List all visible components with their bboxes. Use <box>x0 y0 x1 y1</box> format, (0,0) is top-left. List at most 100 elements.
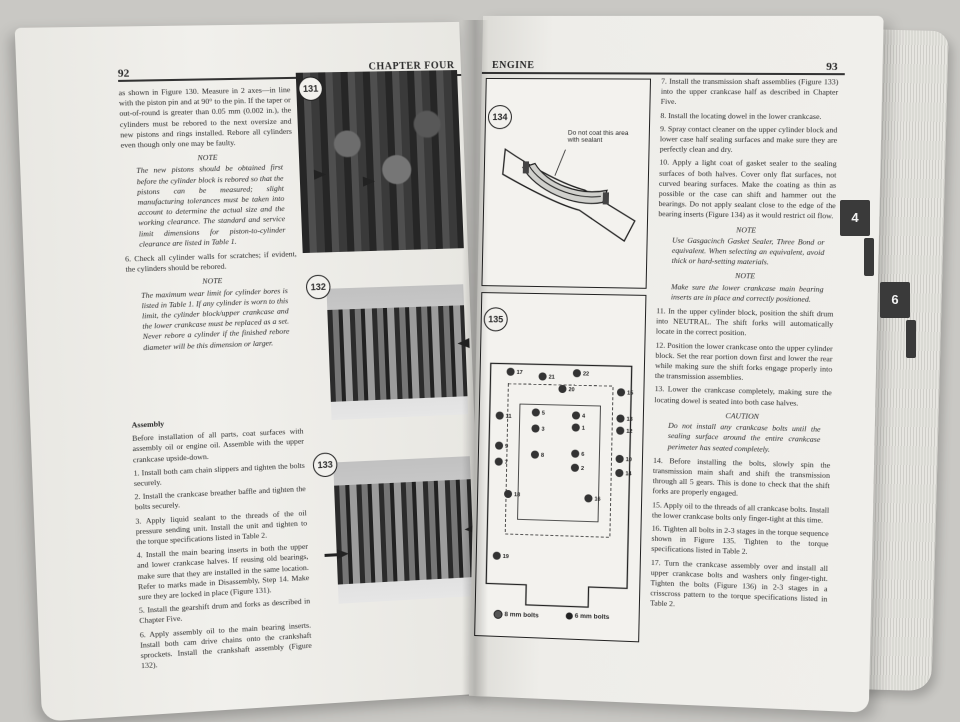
bolt-marker <box>531 408 540 417</box>
bolt-marker <box>571 423 580 432</box>
bolt-sequence-number: 19 <box>503 554 509 560</box>
engine-photo-131 <box>295 70 464 254</box>
bolt-marker <box>492 551 500 560</box>
hex-bolt-icon <box>493 609 503 620</box>
bolt-marker <box>571 411 581 420</box>
bolt-sequence-number: 8 <box>541 453 544 459</box>
left-text-column-bottom: Assembly Before installation of all part… <box>131 407 312 675</box>
bolt-sequence-number: 9 <box>505 444 508 450</box>
right-page-number: 93 <box>826 60 838 74</box>
legend-label: 6 mm bolts <box>574 612 610 622</box>
paragraph: 16. Tighten all bolts in 2-3 stages in t… <box>651 523 829 557</box>
bolt-marker <box>570 463 580 472</box>
bolt-marker <box>572 369 582 378</box>
bolt-marker <box>571 449 580 458</box>
note-text: Make sure the lower crankcase main beari… <box>670 281 824 304</box>
bolt-sequence-number: 4 <box>582 414 586 420</box>
right-page: ENGINE 93 134 Do not coat this area with… <box>468 15 884 713</box>
bolt-marker <box>584 494 593 503</box>
right-text-column: 7. Install the transmission shaft assemb… <box>650 76 839 619</box>
bolt-marker <box>530 450 540 459</box>
note-text: The new pistons should be obtained first… <box>136 162 286 249</box>
bolt-sequence-number: 1 <box>582 426 585 432</box>
note-text: Use Gasgacinch Gasket Sealer, Three Bond… <box>671 235 825 267</box>
bolt-sequence-number: 10 <box>626 457 632 463</box>
book-gutter-shadow <box>462 20 488 696</box>
bolt-marker <box>615 468 624 478</box>
bolt-marker <box>616 426 625 435</box>
chapter-tab-marker <box>906 320 916 358</box>
bolt-sequence-number: 21 <box>549 375 555 381</box>
bolt-marker <box>538 372 547 381</box>
bolt-sequence-number: 18 <box>514 492 520 498</box>
bearing-insert-drawing <box>482 79 650 288</box>
bolt-sequence-number: 20 <box>568 387 574 393</box>
engine-photo-132 <box>326 284 469 421</box>
caution-text: Do not install any crankcase bolts until… <box>667 420 821 454</box>
chapter-tab-marker <box>864 238 874 276</box>
bolt-marker <box>503 489 513 499</box>
figure-132: 132 <box>303 266 472 423</box>
bolt-sequence-number: 12 <box>626 429 632 435</box>
arrow-icon <box>362 176 376 187</box>
left-page-number: 92 <box>117 67 130 80</box>
legend-8mm: 8 mm bolts <box>493 609 539 621</box>
bolt-marker <box>506 367 515 376</box>
paragraph: 14. Before installing the bolts, slowly … <box>652 455 831 499</box>
paragraph: 6. Apply assembly oil to the main bearin… <box>139 620 312 671</box>
bolt-sequence-number: 14 <box>625 471 632 477</box>
bolt-sequence-number: 5 <box>542 411 545 417</box>
bolt-sequence-number: 7 <box>505 460 508 466</box>
right-header-rule <box>481 71 845 76</box>
paragraph: 12. Position the lower crankcase onto th… <box>654 340 833 383</box>
engine-photo-133 <box>333 456 476 604</box>
bolt-sequence-number: 15 <box>627 390 633 396</box>
figure-133: 133 <box>310 442 479 611</box>
left-page: 92 CHAPTER FOUR as shown in Figure 130. … <box>14 21 485 722</box>
bolt-sequence-number: 16 <box>594 497 600 503</box>
bolt-marker <box>615 454 624 464</box>
bolt-sequence-number: 22 <box>583 371 589 377</box>
crankcase-bolt-sequence-drawing: 17 21 22 20 15 11 5 4 13 3 1 12 9 8 6 10 7 2 14 18 16 19 <box>475 293 645 641</box>
chapter-tab-6: 6 <box>880 282 910 318</box>
bolt-sequence-number: 17 <box>517 370 523 376</box>
paragraph: as shown in Figure 130. Measure in 2 axe… <box>118 85 293 150</box>
arrow-icon <box>336 548 350 560</box>
bolt-sequence-number: 13 <box>626 417 632 423</box>
bolt-marker <box>495 410 503 419</box>
arrow-icon <box>313 169 327 180</box>
paragraph: 3. Apply liquid sealant to the threads o… <box>135 507 308 547</box>
paragraph: 10. Apply a light coat of gasket sealer … <box>658 157 837 221</box>
figure-131: 131 <box>295 70 464 255</box>
bolt-marker <box>494 440 503 449</box>
legend-label: 8 mm bolts <box>504 611 539 620</box>
diagram-callout: Do not coat this area with sealant <box>567 129 629 144</box>
paragraph: 8. Install the locating dowel in the low… <box>660 110 822 121</box>
bolt-sequence-number: 2 <box>581 466 584 472</box>
bolt-sequence-number: 11 <box>506 414 512 420</box>
bolt-marker <box>558 384 567 394</box>
note-text: The maximum wear limit for cylinder bore… <box>140 285 290 352</box>
paragraph: 6. Check all cylinder walls for scratche… <box>124 249 297 275</box>
bolt-marker <box>531 424 540 433</box>
paragraph: 9. Spray contact cleaner on the upper cy… <box>659 123 838 155</box>
paragraph: 7. Install the transmission shaft assemb… <box>660 76 839 107</box>
bolt-marker <box>616 388 626 397</box>
paragraph: 11. In the upper cylinder block, positio… <box>655 306 834 338</box>
paragraph: 4. Install the main bearing inserts in b… <box>136 541 310 602</box>
paragraph: 17. Turn the crankcase assembly over and… <box>650 557 829 609</box>
bolt-marker <box>494 456 502 465</box>
figure-134-diagram: 134 Do not coat this area with sealant <box>481 77 652 289</box>
round-bolt-icon <box>565 612 573 620</box>
bolt-sequence-number: 3 <box>541 427 544 433</box>
bolt-sequence-number: 6 <box>581 452 584 458</box>
bolt-marker <box>616 414 625 423</box>
paragraph: 15. Apply oil to the threads of all cran… <box>651 499 830 525</box>
chapter-tab-4: 4 <box>840 200 870 236</box>
left-text-column-top: as shown in Figure 130. Measure in 2 axe… <box>118 85 300 358</box>
right-running-head: ENGINE <box>491 59 535 72</box>
paragraph: Before installation of all parts, coat s… <box>131 426 305 465</box>
paragraph: 13. Lower the crankcase completely, maki… <box>654 384 832 408</box>
